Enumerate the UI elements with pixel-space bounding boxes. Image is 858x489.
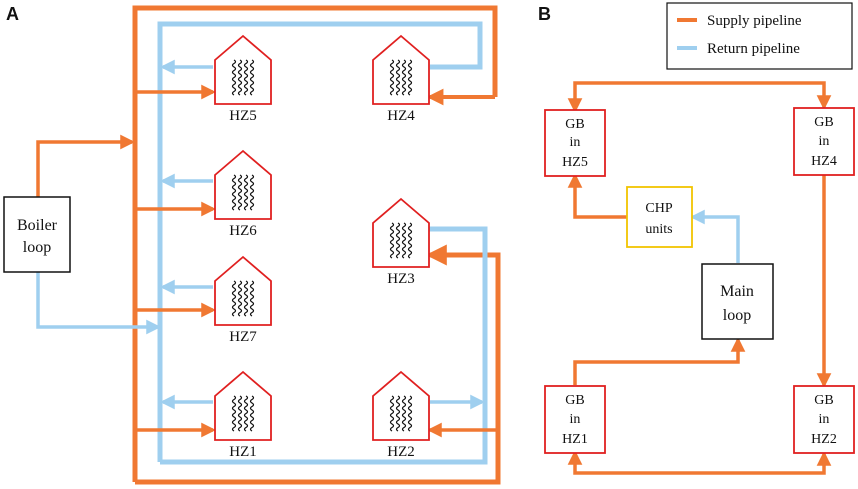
- legend: Supply pipeline Return pipeline: [666, 2, 853, 70]
- heat-wave-icon: [249, 280, 255, 317]
- chp-line2: units: [645, 222, 672, 237]
- heat-wave-icon: [243, 174, 249, 211]
- gb-hz2-line3: HZ2: [811, 432, 837, 447]
- zone-label: HZ2: [387, 444, 415, 460]
- heat-wave-icon: [389, 395, 395, 432]
- pipe-gb1-main: [573, 337, 746, 385]
- zone-label: HZ4: [387, 108, 415, 124]
- gb-hz4-line3: HZ4: [811, 154, 837, 169]
- boiler-return: [36, 272, 161, 335]
- house-icon-hz3: HZ3: [372, 197, 430, 287]
- heat-wave-icon: [395, 395, 401, 432]
- pipe-chp-gb5: [567, 173, 627, 219]
- house-icon-hz1: HZ1: [214, 370, 272, 460]
- main-loop-line1: Main: [720, 283, 754, 300]
- heat-wave-icon: [231, 174, 237, 211]
- zone-label: HZ3: [387, 271, 415, 287]
- legend-supply-label: Supply pipeline: [707, 13, 802, 29]
- gb-hz4-line1: GB: [814, 115, 833, 130]
- chp-line1: CHP: [645, 201, 672, 216]
- heat-wave-icon: [389, 222, 395, 259]
- supply-to-hz3: [135, 244, 501, 485]
- house-icon-hz6: HZ6: [214, 149, 272, 239]
- heat-wave-icon: [401, 222, 407, 259]
- house-icon-hz7: HZ7: [214, 255, 272, 345]
- gb-hz4-box: GB in HZ4: [793, 107, 855, 176]
- gb-hz1-line2: in: [570, 412, 581, 427]
- panel-a-label: A: [6, 4, 19, 24]
- return-main-loop: [157, 21, 483, 462]
- panel-a-pipes: [36, 5, 501, 485]
- zone-label: HZ1: [229, 444, 257, 460]
- gb-hz4-line2: in: [819, 134, 830, 149]
- heat-wave-icon: [401, 395, 407, 432]
- boiler-label-line1: Boiler: [17, 217, 58, 234]
- heat-wave-icon: [237, 59, 243, 96]
- panel-b-label: B: [538, 4, 551, 24]
- zone-label: HZ7: [229, 329, 257, 345]
- house-icon-hz5: HZ5: [214, 34, 272, 124]
- main-loop-box: Main loop: [701, 263, 774, 340]
- heat-wave-icon: [243, 59, 249, 96]
- gb-hz2-line2: in: [819, 412, 830, 427]
- panel-b-pipes: [567, 81, 832, 475]
- gb-hz5-line1: GB: [565, 117, 584, 132]
- zone-label: HZ5: [229, 108, 257, 124]
- heat-wave-icon: [231, 280, 237, 317]
- heat-wave-icon: [249, 174, 255, 211]
- boiler-label-line2: loop: [23, 239, 51, 256]
- heat-wave-icon: [231, 59, 237, 96]
- heat-wave-icon: [395, 222, 401, 259]
- legend-return-label: Return pipeline: [707, 41, 800, 57]
- gb-hz1-box: GB in HZ1: [544, 385, 606, 454]
- return-from-hz3: [160, 226, 488, 465]
- boiler-loop-box: Boiler loop: [3, 196, 71, 273]
- gb-hz5-line3: HZ5: [562, 155, 588, 170]
- gb-hz5-box: GB in HZ5: [544, 109, 606, 177]
- heat-wave-icon: [407, 222, 413, 259]
- house-icon-hz2: HZ2: [372, 370, 430, 460]
- pipe-gb1-gb2: [567, 450, 832, 475]
- pipe-main-chp: [690, 209, 740, 263]
- heat-wave-icon: [237, 280, 243, 317]
- gb-hz2-box: GB in HZ2: [793, 385, 855, 454]
- heat-wave-icon: [237, 395, 243, 432]
- heat-wave-icon: [231, 395, 237, 432]
- house-icon-hz4: HZ4: [372, 34, 430, 124]
- heat-wave-icon: [249, 395, 255, 432]
- heat-wave-icon: [407, 395, 413, 432]
- heat-wave-icon: [249, 59, 255, 96]
- heat-wave-icon: [401, 59, 407, 96]
- gb-hz1-line1: GB: [565, 393, 584, 408]
- heat-wave-icon: [243, 395, 249, 432]
- heat-wave-icon: [389, 59, 395, 96]
- chp-units-box: CHP units: [626, 186, 693, 248]
- pipe-gb5-gb4: [567, 81, 832, 113]
- zone-label: HZ6: [229, 223, 257, 239]
- heat-wave-icon: [395, 59, 401, 96]
- heat-wave-icon: [407, 59, 413, 96]
- gb-hz1-line3: HZ1: [562, 432, 588, 447]
- heat-wave-icon: [237, 174, 243, 211]
- boiler-supply: [36, 134, 135, 197]
- main-loop-line2: loop: [723, 307, 751, 324]
- gb-hz5-line2: in: [570, 135, 581, 150]
- heat-wave-icon: [243, 280, 249, 317]
- gb-hz2-line1: GB: [814, 393, 833, 408]
- supply-main-loop: [132, 5, 498, 482]
